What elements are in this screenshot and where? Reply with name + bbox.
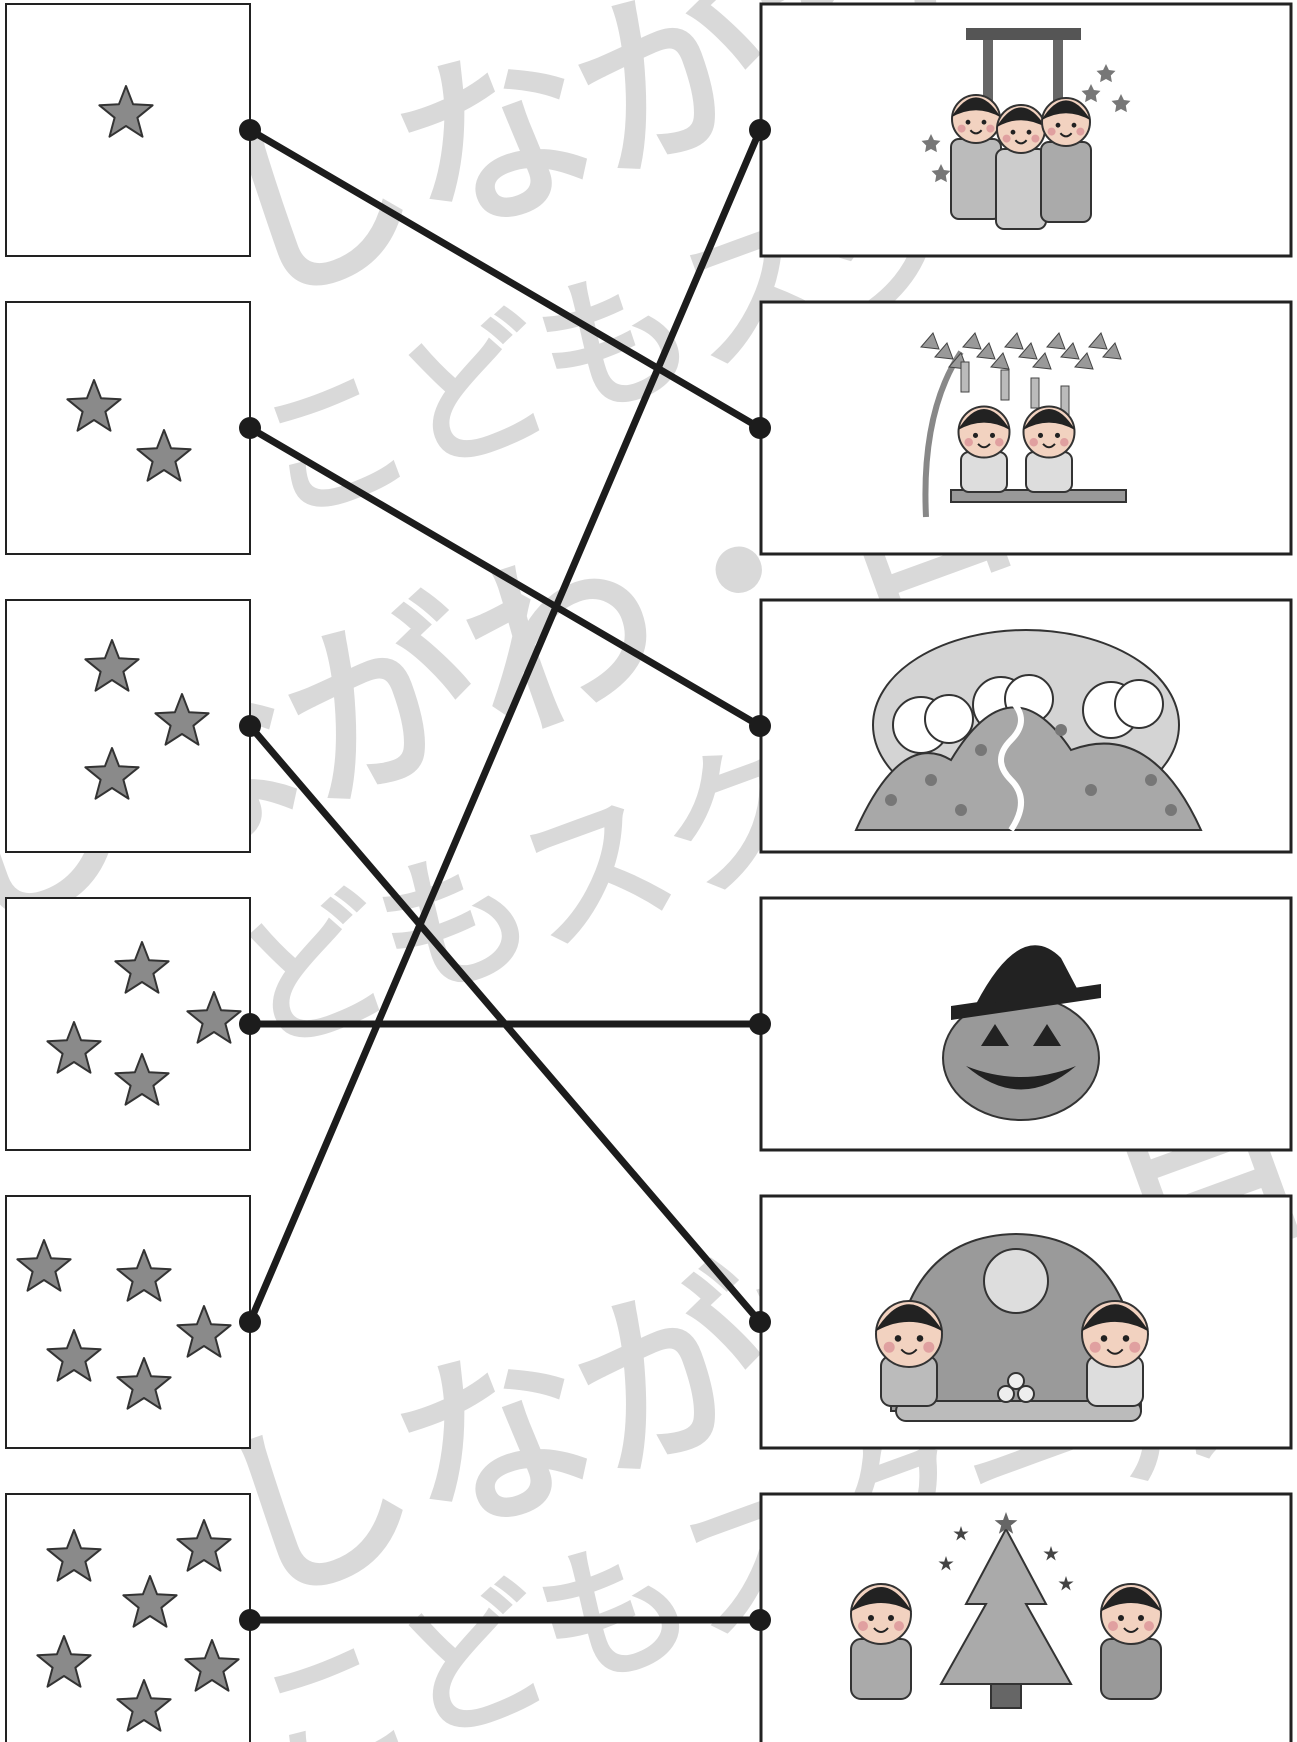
star-count-box-6	[6, 1494, 250, 1742]
left-connector-dot[interactable]	[239, 119, 261, 141]
star-count-box-5	[6, 1196, 250, 1448]
right-connector-dot[interactable]	[749, 1311, 771, 1333]
left-connector-dot[interactable]	[239, 417, 261, 439]
tanabata-picture-box	[761, 302, 1291, 554]
star-count-box-3	[6, 600, 250, 852]
star-count-box-4	[6, 898, 250, 1150]
left-connector-dot[interactable]	[239, 1013, 261, 1035]
left-connector-dot[interactable]	[239, 715, 261, 737]
halloween-picture-box	[761, 898, 1291, 1150]
mountain-autumn-picture-box	[761, 600, 1291, 852]
left-connector-dot[interactable]	[239, 1609, 261, 1631]
star-count-box-1	[6, 4, 250, 256]
shichi-go-san-picture-box	[761, 4, 1291, 256]
right-connector-dot[interactable]	[749, 1609, 771, 1631]
right-connector-dot[interactable]	[749, 1013, 771, 1035]
right-connector-dot[interactable]	[749, 119, 771, 141]
right-connector-dot[interactable]	[749, 417, 771, 439]
star-count-box-2	[6, 302, 250, 554]
left-connector-dot[interactable]	[239, 1311, 261, 1333]
tsukimi-picture-box	[761, 1196, 1291, 1448]
christmas-picture-box	[761, 1494, 1291, 1742]
right-connector-dot[interactable]	[749, 715, 771, 737]
